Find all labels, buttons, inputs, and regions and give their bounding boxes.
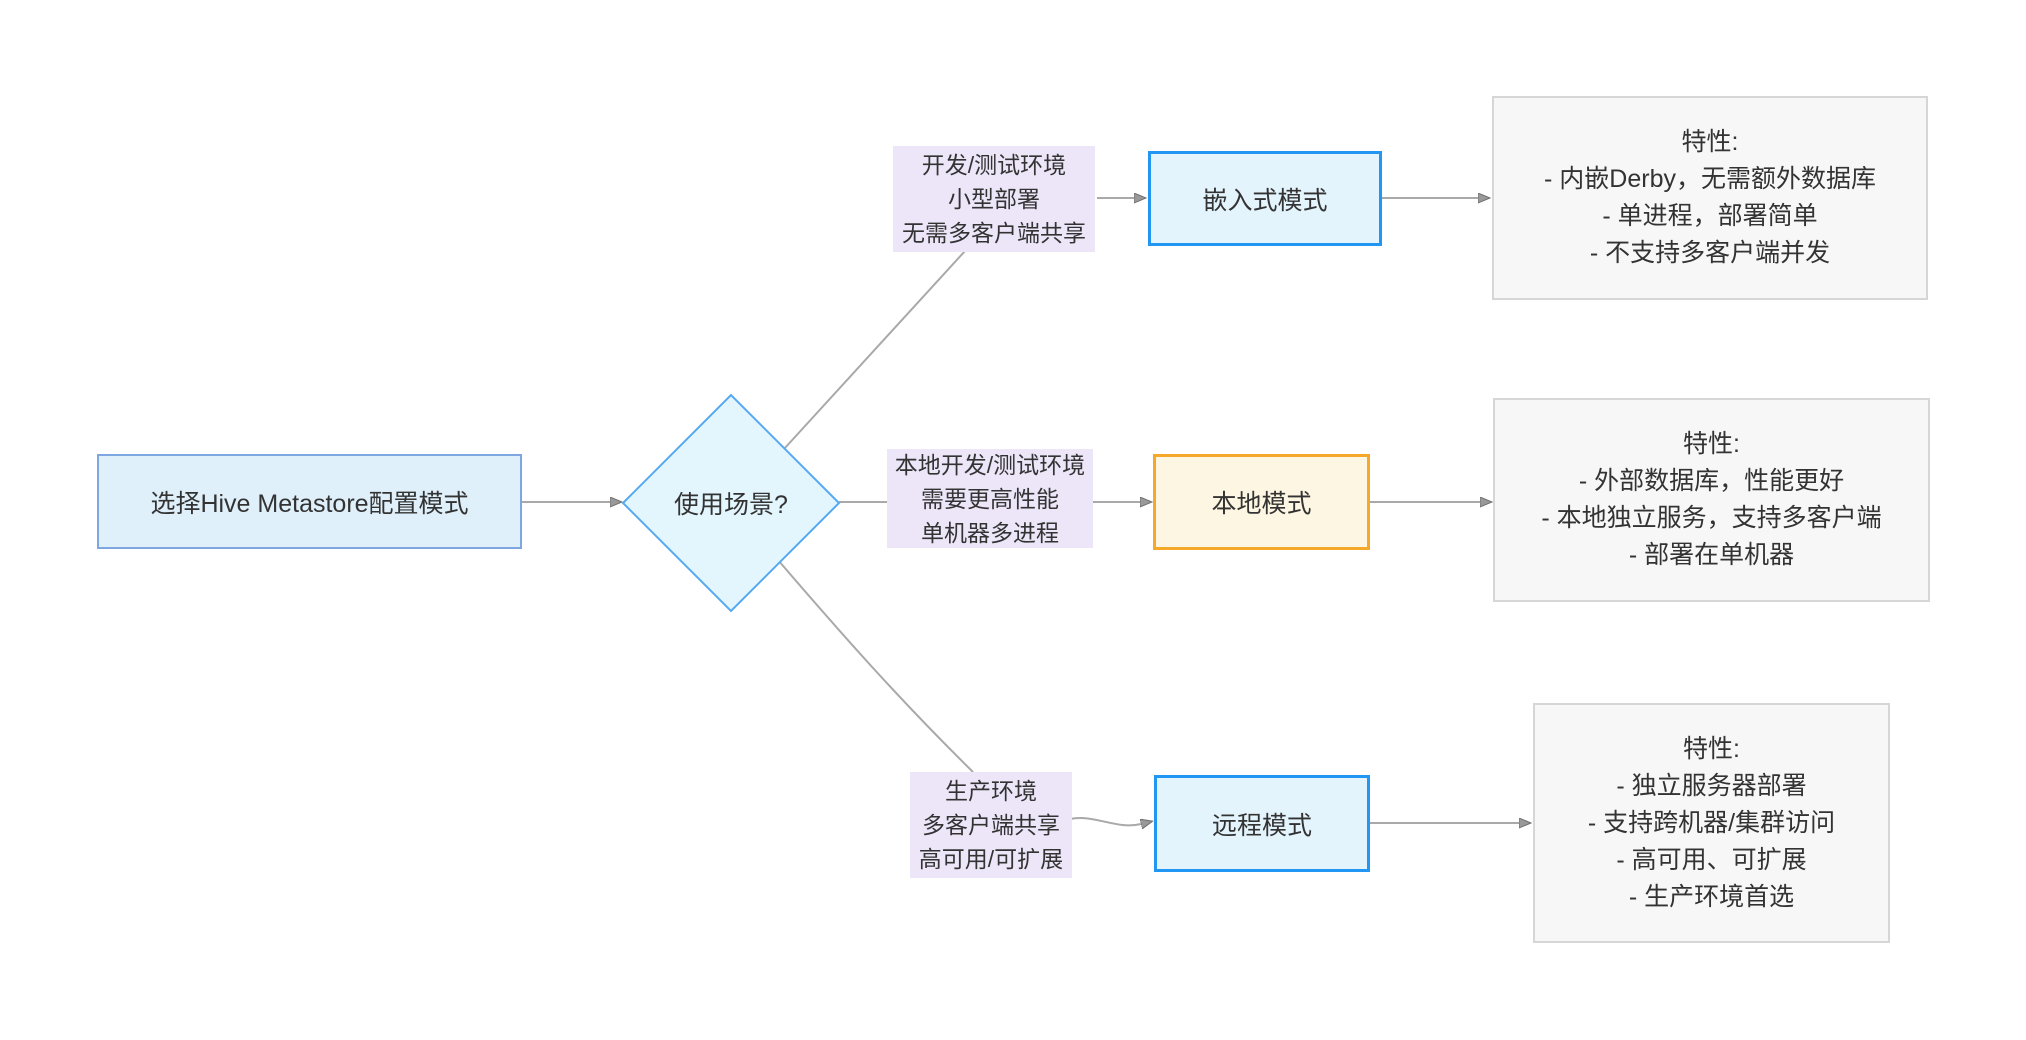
node-local-mode: 本地模式 <box>1153 454 1370 550</box>
feature-item: - 本地独立服务，支持多客户端 <box>1541 504 1882 532</box>
feature-title: 特性: <box>1683 430 1740 458</box>
feature-box-local: 特性: - 外部数据库，性能更好 - 本地独立服务，支持多客户端 - 部署在单机… <box>1493 398 1930 602</box>
feature-item: - 独立服务器部署 <box>1616 771 1807 800</box>
node-embedded-mode: 嵌入式模式 <box>1148 151 1382 246</box>
edge-label-top: 开发/测试环境 小型部署 无需多客户端共享 <box>893 146 1095 252</box>
feature-box-remote: 特性: - 独立服务器部署 - 支持跨机器/集群访问 - 高可用、可扩展 - 生… <box>1533 703 1890 943</box>
feature-title: 特性: <box>1681 128 1739 156</box>
edge-label-line: 多客户端共享 <box>922 812 1060 838</box>
node-remote-mode: 远程模式 <box>1154 775 1370 872</box>
node-remote-label: 远程模式 <box>1211 811 1312 840</box>
edge-label-line: 生产环境 <box>945 778 1037 804</box>
edge-label-line: 高可用/可扩展 <box>918 846 1064 872</box>
feature-item: - 部署在单机器 <box>1628 541 1795 569</box>
feature-item: - 外部数据库，性能更好 <box>1578 467 1845 495</box>
edge-label-line: 无需多客户端共享 <box>902 220 1086 246</box>
feature-title: 特性: <box>1683 734 1740 763</box>
feature-item: - 支持跨机器/集群访问 <box>1587 808 1836 837</box>
feature-item: - 高可用、可扩展 <box>1616 845 1807 874</box>
decision-diamond-shape <box>621 393 841 613</box>
edge-decision-to-top-label <box>783 250 966 450</box>
node-start: 选择Hive Metastore配置模式 <box>97 454 522 549</box>
feature-item: - 生产环境首选 <box>1628 882 1795 911</box>
edge-label-line: 本地开发/测试环境 <box>894 451 1086 478</box>
edge-bottom-label-to-remote <box>1069 817 1141 825</box>
node-decision-label: 使用场景? <box>674 491 788 519</box>
node-start-label: 选择Hive Metastore配置模式 <box>150 489 469 518</box>
edge-decision-to-bottom-label <box>777 559 974 773</box>
edge-label-line: 开发/测试环境 <box>921 152 1067 178</box>
edge-label-bottom: 生产环境 多客户端共享 高可用/可扩展 <box>910 772 1072 878</box>
feature-item: - 不支持多客户端并发 <box>1589 239 1831 267</box>
node-embedded-label: 嵌入式模式 <box>1202 186 1328 215</box>
node-local-label: 本地模式 <box>1211 490 1312 518</box>
edge-label-line: 小型部署 <box>948 186 1040 212</box>
node-decision: 使用场景? <box>631 483 831 523</box>
edge-label-line: 需要更高性能 <box>921 485 1059 512</box>
edge-label-middle: 本地开发/测试环境 需要更高性能 单机器多进程 <box>887 449 1093 548</box>
edge-label-line: 单机器多进程 <box>921 519 1059 546</box>
feature-item: - 内嵌Derby，无需额外数据库 <box>1544 165 1876 193</box>
feature-item: - 单进程，部署简单 <box>1602 202 1818 230</box>
feature-box-embedded: 特性: - 内嵌Derby，无需额外数据库 - 单进程，部署简单 - 不支持多客… <box>1492 96 1928 300</box>
